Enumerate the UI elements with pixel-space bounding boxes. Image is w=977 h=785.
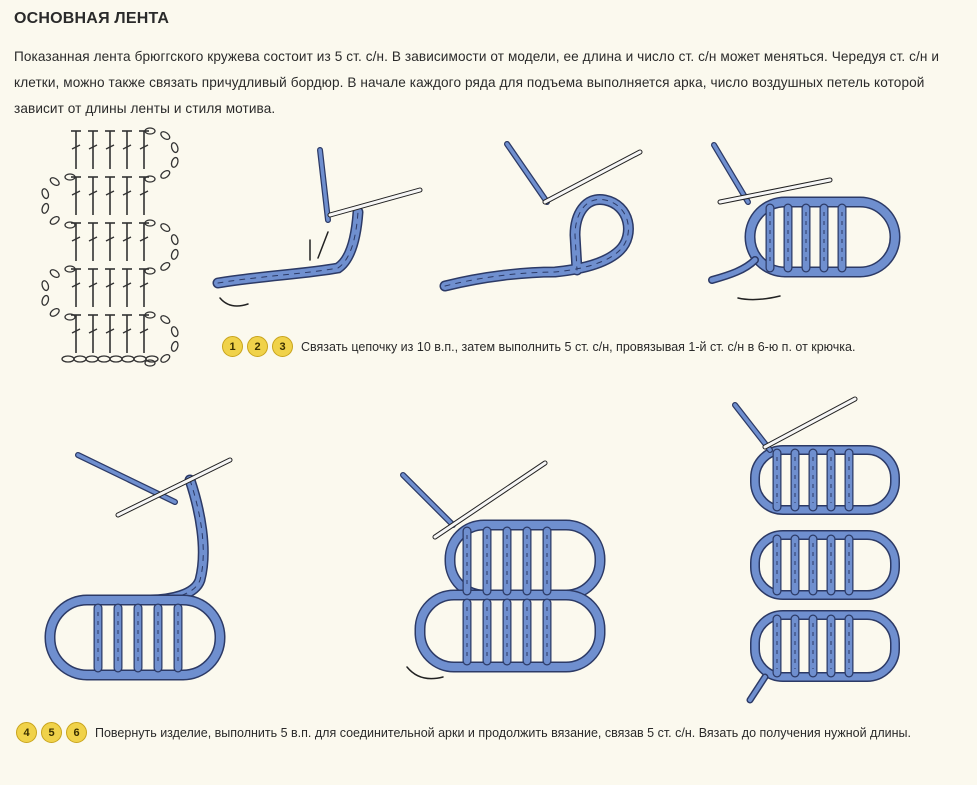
step-badge-5: 5 xyxy=(41,722,62,743)
step-1-illustration xyxy=(212,147,423,307)
stitch-diagram xyxy=(41,127,179,367)
step-badge-4: 4 xyxy=(16,722,37,743)
steps-1-3-text: Связать цепочку из 10 в.п., затем выполн… xyxy=(301,340,856,354)
step-6-illustration xyxy=(732,396,900,704)
step-5-illustration xyxy=(400,460,606,680)
intro-paragraph: Показанная лента брюггского кружева сост… xyxy=(14,49,940,116)
step-4-illustration xyxy=(44,452,233,681)
steps-4-6-caption: 4 5 6 Повернуть изделие, выполнить 5 в.п… xyxy=(16,722,956,743)
step-badge-1: 1 xyxy=(222,336,243,357)
step-3-illustration xyxy=(708,142,901,301)
step-badges-4-6: 4 5 6 xyxy=(16,722,87,743)
page-title: ОСНОВНАЯ ЛЕНТА xyxy=(14,10,170,27)
steps-1-3-caption: 1 2 3 Связать цепочку из 10 в.п., затем … xyxy=(222,336,922,357)
step-badge-6: 6 xyxy=(66,722,87,743)
steps-4-6-text: Повернуть изделие, выполнить 5 в.п. для … xyxy=(95,726,911,740)
step-badge-3: 3 xyxy=(272,336,293,357)
step-badges-1-3: 1 2 3 xyxy=(222,336,293,357)
step-2-illustration xyxy=(439,141,643,292)
step-badge-2: 2 xyxy=(247,336,268,357)
